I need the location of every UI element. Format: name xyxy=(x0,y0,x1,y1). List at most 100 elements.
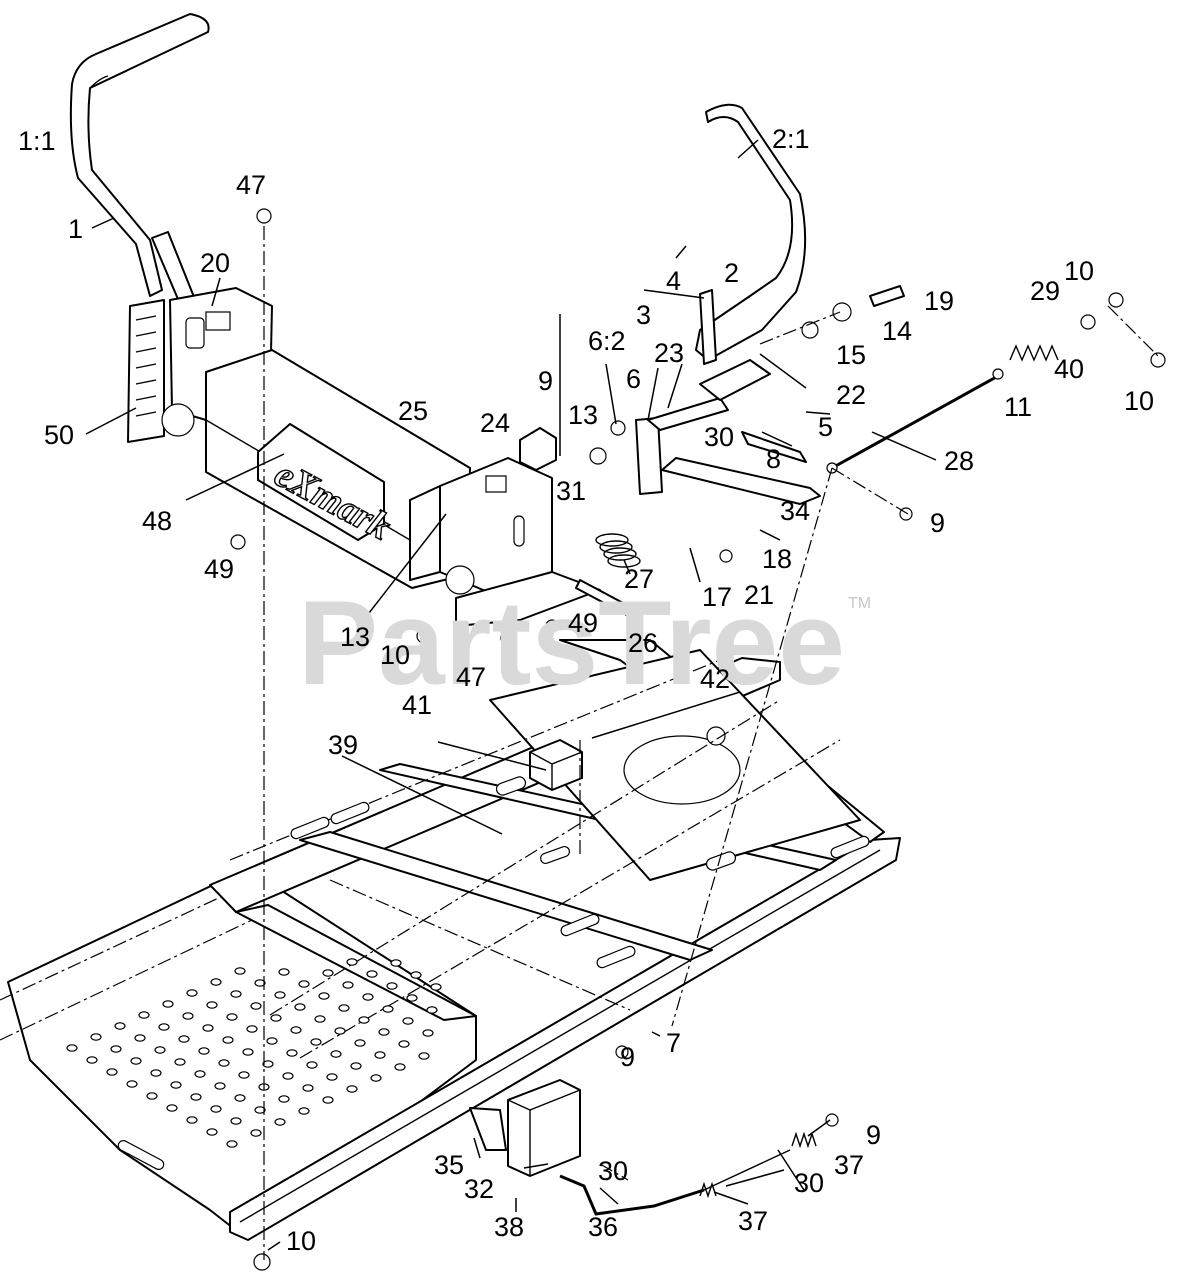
callout-label: 31 xyxy=(556,476,586,506)
callout-label: 10 xyxy=(380,640,410,670)
deck-perforation xyxy=(386,982,398,990)
callout-label: 11 xyxy=(1004,392,1032,422)
deck-perforation xyxy=(366,970,378,978)
callout-label: 30 xyxy=(704,422,734,452)
deck-perforation xyxy=(426,1006,438,1014)
callout-label: 10 xyxy=(1064,256,1094,286)
deck-perforation xyxy=(318,992,330,1000)
deck-perforation xyxy=(326,1073,338,1081)
deck-perforation xyxy=(170,1081,182,1089)
deck-perforation xyxy=(230,1117,242,1125)
deck-perforation xyxy=(346,958,358,966)
callout-label: 19 xyxy=(924,286,954,316)
deck-perforation xyxy=(210,978,222,986)
callout-label: 7 xyxy=(666,1028,681,1058)
interlock-module xyxy=(529,739,583,791)
deck-perforation xyxy=(422,1029,434,1037)
callout-label: 1:1 xyxy=(18,126,56,156)
deck-perforation xyxy=(390,959,402,967)
callout-label: 10 xyxy=(1124,386,1154,416)
deck-perforation xyxy=(334,1027,346,1035)
deck-perforation xyxy=(274,991,286,999)
callout-labels: 1:1 1 47 20 50 48 49 13 10 47 49 25 24 9… xyxy=(18,124,1154,1256)
deck-perforation xyxy=(354,1039,366,1047)
deck-perforation xyxy=(242,1048,254,1056)
deck-perforation xyxy=(194,1070,206,1078)
deck-perforation xyxy=(282,1072,294,1080)
callout-label: 27 xyxy=(624,564,654,594)
callout-label: 3 xyxy=(636,300,651,330)
deck-perforation xyxy=(298,980,310,988)
deck-perforation xyxy=(266,1037,278,1045)
deck-perforation xyxy=(186,1116,198,1124)
deck-perforation xyxy=(210,1105,222,1113)
deck-perforation xyxy=(358,1016,370,1024)
deck-perforation xyxy=(310,1038,322,1046)
callout-label: 42 xyxy=(700,664,730,694)
callout-label: 13 xyxy=(568,400,598,430)
deck-perforation xyxy=(238,1071,250,1079)
deck-perforation xyxy=(278,968,290,976)
deck-perforation xyxy=(270,1014,282,1022)
callout-label: 9 xyxy=(620,1042,635,1072)
callout-label: 26 xyxy=(628,628,658,658)
callout-label: 39 xyxy=(328,730,358,760)
deck-perforation xyxy=(294,1003,306,1011)
deck-perforation xyxy=(146,1092,158,1100)
callout-label: 34 xyxy=(780,496,810,526)
deck-perforation xyxy=(274,1118,286,1126)
callout-label: 30 xyxy=(794,1168,824,1198)
callout-label: 21 xyxy=(744,580,774,610)
callout-label: 30 xyxy=(598,1156,628,1186)
callout-label: 2:1 xyxy=(772,124,810,154)
deck-perforation xyxy=(154,1046,166,1054)
callout-label: 40 xyxy=(1054,354,1084,384)
deck-perforation xyxy=(66,1044,78,1052)
callout-label: 37 xyxy=(738,1206,768,1236)
callout-label: 47 xyxy=(456,662,486,692)
deck-perforation xyxy=(86,1056,98,1064)
deck-perforation xyxy=(178,1035,190,1043)
callout-label: 15 xyxy=(836,340,866,370)
deck-perforation xyxy=(410,971,422,979)
callout-label: 5 xyxy=(818,412,833,442)
callout-label: 4 xyxy=(666,266,681,296)
deck-perforation xyxy=(338,1004,350,1012)
assembly-lines xyxy=(263,226,1159,1260)
deck-perforations xyxy=(66,958,442,1148)
deck-perforation xyxy=(202,1024,214,1032)
deck-perforation xyxy=(234,1094,246,1102)
deck-perforation xyxy=(246,1025,258,1033)
callout-label: 10 xyxy=(286,1226,316,1256)
deck-perforation xyxy=(290,1026,302,1034)
callout-label: 14 xyxy=(882,316,912,346)
callout-label: 25 xyxy=(398,396,428,426)
deck-perforation xyxy=(342,981,354,989)
deck-perforation xyxy=(206,1128,218,1136)
callout-label: 1 xyxy=(68,214,83,244)
deck-perforation xyxy=(378,1028,390,1036)
deck-perforation xyxy=(330,1050,342,1058)
deck-perforation xyxy=(398,1040,410,1048)
deck-perforation xyxy=(182,1012,194,1020)
deck-perforation xyxy=(302,1084,314,1092)
deck-perforation xyxy=(186,989,198,997)
deck-perforation xyxy=(126,1080,138,1088)
deck-perforation xyxy=(138,1011,150,1019)
deck-perforation xyxy=(278,1095,290,1103)
deck-perforation xyxy=(322,1096,334,1104)
deck-perforation xyxy=(406,994,418,1002)
callout-label: 23 xyxy=(654,338,684,368)
callout-label: 6 xyxy=(626,364,641,394)
callout-label: 28 xyxy=(944,446,974,476)
callout-label: 20 xyxy=(200,248,230,278)
deck-perforation xyxy=(362,993,374,1001)
control-linkage xyxy=(230,208,1166,1271)
watermark: PartsTree TM xyxy=(298,576,871,710)
deck-perforation xyxy=(234,967,246,975)
deck-perforation xyxy=(162,1000,174,1008)
callout-label: 13 xyxy=(340,622,370,652)
callout-label: 48 xyxy=(142,506,172,536)
deck-perforation xyxy=(114,1022,126,1030)
